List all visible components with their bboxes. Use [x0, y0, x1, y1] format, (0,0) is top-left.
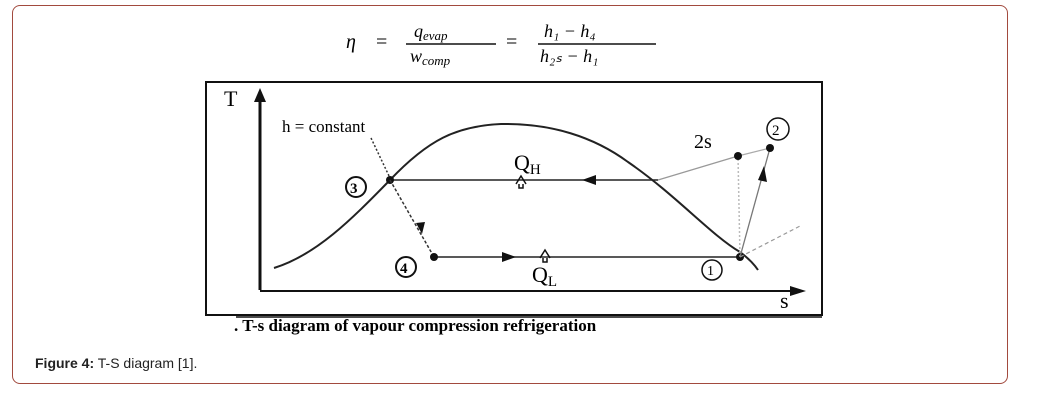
condensation-arrow: [582, 175, 596, 185]
evaporation-arrow: [502, 252, 516, 262]
s-axis-arrowhead: [790, 286, 806, 296]
state-1-label: 1: [707, 264, 714, 279]
equals-sign-2: =: [506, 31, 517, 53]
isentropic-line: [737, 155, 741, 258]
ts-diagram-figure: η = qevap wcomp = h₁ − h₄ h₂ₛ − h₁ T s h…: [166, 20, 858, 341]
diagram-box: [205, 81, 823, 316]
diagram-caption: . T-s diagram of vapour compression refr…: [234, 316, 597, 335]
throttling-line: [389, 179, 435, 258]
q-low-up-arrow: [539, 248, 551, 263]
equals-sign-1: =: [376, 31, 387, 53]
line-to-2s: [657, 155, 739, 181]
state-2-point: [766, 144, 774, 152]
state-4-label: 4: [400, 261, 408, 277]
state-2s-point: [734, 152, 742, 160]
state-2s-label: 2s: [694, 131, 712, 153]
compression-line: [739, 147, 771, 258]
s-axis-label: s: [780, 288, 789, 313]
state-3-circle: [345, 176, 367, 198]
figure-caption-label: Figure 4:: [35, 355, 95, 371]
frac1-numerator: qevap: [414, 21, 448, 43]
dashed-extension: [739, 224, 803, 258]
figure-caption: Figure 4: T-S diagram [1].: [35, 355, 197, 371]
state-3-label: 3: [350, 181, 358, 197]
h-constant-label: h = constant: [282, 117, 366, 136]
figure-caption-text: T-S diagram [1].: [94, 355, 198, 371]
h-constant-leader: [370, 137, 391, 179]
throttling-arrow: [416, 222, 425, 234]
state-4-point: [430, 253, 438, 261]
ts-diagram-svg: η = qevap wcomp = h₁ − h₄ h₂ₛ − h₁ T s h…: [205, 21, 823, 335]
efficiency-equation: η = qevap wcomp = h₁ − h₄ h₂ₛ − h₁: [346, 21, 656, 68]
state-2-label: 2: [772, 123, 780, 139]
compression-arrow: [758, 166, 767, 182]
line-2s-to-2: [737, 147, 771, 157]
frac1-denominator: wcomp: [410, 46, 451, 68]
q-high-up-arrow: [515, 174, 527, 189]
frac2-numerator: h₁ − h₄: [544, 21, 596, 41]
eta-symbol: η: [346, 31, 356, 53]
t-axis-label: T: [224, 86, 238, 111]
state-1-circle: [701, 259, 723, 281]
t-axis-arrowhead: [254, 88, 266, 102]
q-low-label: QL: [532, 262, 557, 290]
q-high-label: QH: [514, 150, 541, 178]
saturation-dome: [273, 122, 759, 271]
state-2-circle: [766, 117, 790, 141]
frac2-denominator: h₂ₛ − h₁: [540, 46, 598, 66]
state-4-circle: [395, 256, 417, 278]
